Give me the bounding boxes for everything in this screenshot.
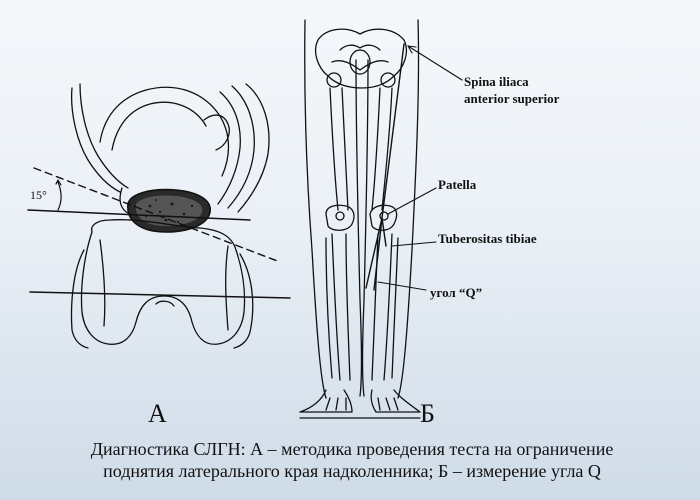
examiner-hands bbox=[70, 83, 270, 215]
figure-caption: Диагностика СЛГН: А – методика проведени… bbox=[22, 438, 682, 482]
label-tuberositas-tibiae: Tuberositas tibiae bbox=[438, 231, 537, 246]
caption-line-2: поднятия латерального края надколенника;… bbox=[103, 461, 601, 481]
femurs bbox=[329, 87, 393, 211]
q-angle-lines bbox=[365, 43, 405, 291]
lower-leg-bones bbox=[325, 233, 399, 381]
angle-15-label: 15° bbox=[30, 188, 47, 202]
caption-line-1: Диагностика СЛГН: А – методика проведени… bbox=[90, 439, 614, 459]
pelvis bbox=[314, 28, 408, 89]
leader-lines bbox=[377, 45, 463, 291]
reference-lines bbox=[27, 167, 291, 299]
label-anterior-superior: anterior superior bbox=[464, 91, 560, 106]
panel-a-letter: А bbox=[148, 399, 167, 428]
label-spina-iliaca: Spina iliaca bbox=[464, 74, 529, 89]
label-patella: Patella bbox=[438, 177, 477, 192]
femur-condyles bbox=[70, 219, 254, 349]
panel-b-letter: Б bbox=[420, 399, 435, 428]
body-outline bbox=[304, 19, 420, 399]
feet bbox=[299, 389, 421, 413]
panel-b-drawing bbox=[299, 19, 463, 419]
knees bbox=[325, 204, 398, 231]
patella-shape bbox=[127, 188, 211, 233]
label-q-angle: угол “Q” bbox=[430, 285, 482, 300]
panel-a-drawing bbox=[27, 83, 291, 349]
